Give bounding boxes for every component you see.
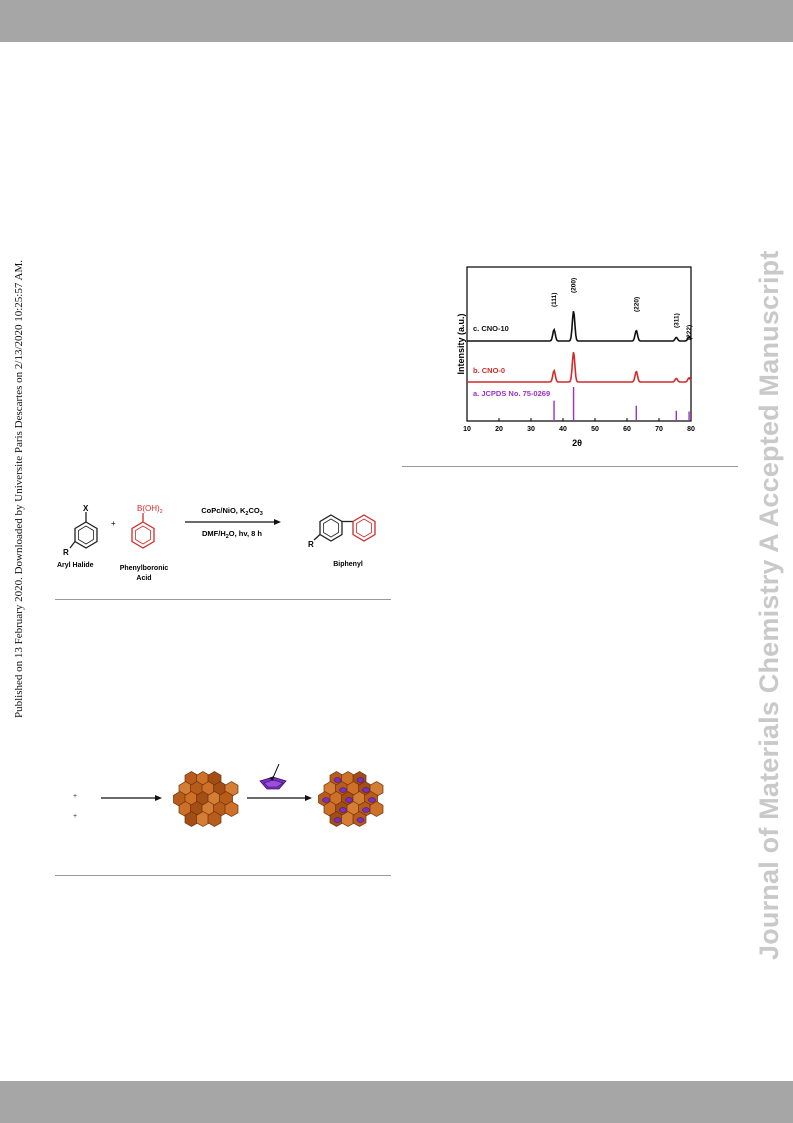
product-r-label: R: [308, 540, 314, 549]
journal-watermark: Journal of Materials Chemistry A Accepte…: [754, 160, 784, 960]
halide-r-label: R: [63, 548, 69, 557]
legend-jcpds: a. JCPDS No. 75-0269: [473, 389, 550, 398]
peak-label-4: (222): [686, 325, 693, 340]
phenylboronic-acid-structure: [131, 513, 155, 549]
figure-separator-xrd: [402, 466, 738, 467]
boronic-group-label: B(OH)2: [137, 504, 163, 515]
synthesis-scheme: + +: [73, 763, 384, 827]
aryl-halide-label: Aryl Halide: [57, 562, 94, 569]
cocpc-spot-20: [356, 817, 365, 823]
watermark-text: Journal of Materials Chemistry A Accepte…: [754, 250, 784, 960]
top-banner: [0, 0, 793, 42]
nanoparticle-17: [224, 801, 239, 817]
cocpc-spot-14: [339, 807, 347, 813]
arrow-2-head: [305, 795, 312, 801]
phenylboronic-label-line2: Acid: [136, 575, 151, 582]
cocpc-spot-4: [339, 787, 347, 793]
publication-side-note: Published on 13 February 2020. Downloade…: [5, 260, 25, 718]
legend-cno-10: c. CNO-10: [473, 324, 509, 333]
y-axis-label: Intensity (a.u.): [456, 313, 466, 374]
peak-label-1: (200): [571, 278, 578, 293]
series-line-cno-0: [467, 352, 692, 383]
legend-cno-0: b. CNO-0: [473, 366, 505, 375]
biphenyl-structure: [313, 514, 376, 542]
arrow-1-head: [155, 795, 162, 801]
x-tick-label-7: 80: [687, 426, 695, 433]
figure-separator-reaction: [55, 599, 391, 600]
cocpc-spot-8: [322, 797, 330, 803]
halide-x-label: X: [83, 504, 89, 513]
x-tick-label-6: 70: [655, 426, 663, 433]
biphenyl-label: Biphenyl: [333, 561, 363, 568]
precursor-bullet-1: +: [73, 793, 77, 800]
plus-sign: +: [111, 519, 116, 528]
x-tick-label-5: 60: [623, 426, 631, 433]
cocpc-spot-2: [356, 777, 365, 783]
cocpc-spot-6: [362, 787, 370, 793]
cocpc-loaded-nio-cluster: [318, 771, 384, 827]
side-note-text: Published on 13 February 2020. Downloade…: [13, 260, 25, 718]
reaction-arrow-head: [274, 519, 281, 525]
nanoparticle-17: [369, 801, 384, 817]
cocpc-spot-18: [333, 817, 342, 823]
phenylboronic-label-line1: Phenylboronic: [120, 565, 169, 572]
plot-frame: [466, 266, 692, 422]
x-tick-label-1: 20: [495, 426, 503, 433]
x-tick-label-3: 40: [559, 426, 567, 433]
precursor-bullet-2: +: [73, 813, 77, 820]
aryl-halide-structure: [69, 512, 98, 549]
peak-label-3: (311): [673, 313, 680, 328]
peak-label-2: (220): [633, 297, 640, 312]
xrd-figure: 10 20 30 40 50 60 70 80 (111) (200) (220) (311) (22…: [456, 266, 695, 448]
figure-separator-synthesis: [55, 875, 391, 876]
conditions-line2: DMF/H2O, hv, 8 h: [202, 529, 262, 540]
cocpc-spot-10: [345, 797, 353, 803]
cobalt-phthalocyanine-molecule: [259, 763, 287, 790]
series-line-cno-10: [467, 311, 692, 342]
x-tick-label-4: 50: [591, 426, 599, 433]
x-axis-label: 2θ: [572, 438, 582, 448]
conditions-line1: CoPc/NiO, K2CO3: [201, 506, 263, 517]
cocpc-spot-16: [362, 807, 370, 813]
cocpc-spot-12: [368, 797, 376, 803]
nio-nanoparticle-cluster: [173, 771, 239, 827]
peak-label-0: (111): [551, 293, 558, 307]
cocpc-spot-0: [333, 777, 342, 783]
x-tick-label-2: 30: [527, 426, 535, 433]
x-tick-label-0: 10: [463, 426, 471, 433]
nanoparticle-20: [207, 811, 222, 827]
reaction-scheme: X R Aryl Halide + B(OH)2 Phenylboronic A…: [57, 504, 376, 582]
bottom-banner: [0, 1081, 793, 1123]
